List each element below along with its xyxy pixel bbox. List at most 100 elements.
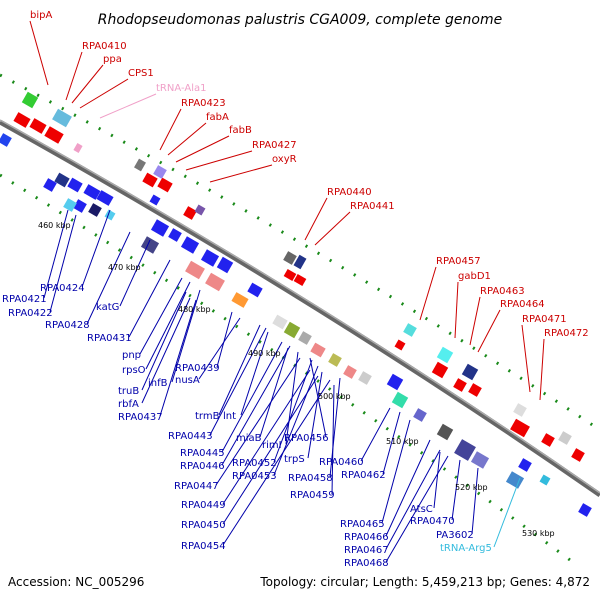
plus-gene-feature [134,158,146,172]
minus-gene-feature [310,342,326,358]
minus-gene-feature [54,172,70,188]
plus-gene-feature [293,274,307,286]
gene-label-rpa0421: RPA0421 [2,294,47,305]
plus-gene-feature [153,165,167,179]
minus-gene-feature [83,184,101,200]
minus-gene-feature [436,423,454,441]
minus-gene-feature [298,331,312,345]
gene-label-trna-ala1: tRNA-Ala1 [156,83,206,94]
minus-gene-feature [391,391,409,409]
minus-gene-feature [150,219,170,237]
genome-backbone [0,119,600,498]
leader-line-RPA0460 [360,407,391,462]
plus-gene-feature [403,323,417,337]
gene-label-gabd1: gabD1 [458,271,491,282]
gene-label-rpa0449: RPA0449 [181,500,226,511]
leader-line-RPA0450 [222,375,319,525]
tick-label: 470 kbp [108,263,141,272]
leader-line-ppa [71,64,104,104]
leader-line-tRNA-Ala1 [99,93,157,119]
gene-label-oxyr: oxyR [272,154,297,165]
gene-label-rpa0472: RPA0472 [544,328,589,339]
gene-label-rpa0423: RPA0423 [181,98,226,109]
leader-line-pnp [139,277,183,355]
plus-gene-feature [293,254,307,270]
leader-line-RPA0454 [222,379,331,546]
plus-gene-feature [510,418,530,438]
gene-label-rpa0466: RPA0466 [344,532,389,543]
tick-label: 460 kbp [38,221,71,230]
leader-line-RPA0453 [273,365,319,476]
minus-gene-feature [231,292,249,308]
gene-label-rpa0447: RPA0447 [174,481,219,492]
minus-gene-feature [470,451,490,469]
minus-gene-feature [67,177,83,193]
plus-strand-labels: bipARPA0410ppaCPS1tRNA-Ala1RPA0423fabAfa… [30,10,589,339]
gene-label-rpa0440: RPA0440 [327,187,372,198]
minus-gene-feature [149,194,161,206]
plus-gene-feature [513,403,527,417]
gene-label-ppa: ppa [103,54,122,65]
plus-gene-feature [436,346,454,364]
gene-label-rpa0427: RPA0427 [252,140,297,151]
leader-line-RPA0445 [221,341,283,453]
tick-label: 500 kbp [318,392,351,401]
gene-label-atsc: AtsC [410,504,433,515]
minus-strand-features [0,133,592,517]
leader-line-oxyR [209,164,273,183]
leader-line-RPA0470 [451,459,461,521]
leader-line-RPA0465 [381,419,411,524]
gene-label-rpa0470: RPA0470 [410,516,455,527]
gene-label-rpa0465: RPA0465 [340,519,385,530]
gene-label-trna-arg5: tRNA-Arg5 [440,543,492,554]
leader-line-tRNA-Arg5 [493,477,521,548]
plus-gene-feature [461,363,479,381]
minus-gene-feature [283,321,301,339]
gene-label-rpa0422: RPA0422 [8,308,53,319]
minus-gene-feature [272,314,288,330]
gene-label-rpa0452: RPA0452 [232,458,277,469]
gene-label-rpso: rpsO [122,365,146,376]
plus-gene-feature [73,143,83,153]
minus-gene-feature [413,408,427,422]
plus-gene-feature [453,378,467,392]
gene-label-rpa0460: RPA0460 [319,457,364,468]
plus-gene-feature [431,361,449,379]
leader-line-RPA0440 [304,197,328,241]
leader-line-fabA [167,122,207,156]
leader-line-RPA0463 [469,296,481,346]
minus-gene-feature [140,236,160,254]
minus-gene-feature [358,371,372,385]
leader-line-RPA0441 [314,211,351,246]
minus-gene-feature [578,503,592,517]
gene-label-rpa0463: RPA0463 [480,286,525,297]
gene-label-rpa0467: RPA0467 [344,545,389,556]
leader-line-RPA0431 [128,259,171,338]
plus-gene-feature [29,118,47,134]
minus-gene-feature [63,198,77,212]
gene-label-rpa0445: RPA0445 [180,448,225,459]
minus-strand-labels: RPA0424RPA0421RPA0422katGRPA0428RPA0431p… [2,283,492,569]
leader-line-AtsC [433,451,441,509]
leader-line-bipA [29,20,49,86]
genome-summary-text: Topology: circular; Length: 5,459,213 bp… [259,575,590,589]
leader-line-trpS [307,371,323,459]
plus-gene-feature [183,206,197,220]
minus-gene-feature [518,458,532,472]
plus-gene-feature [52,108,72,128]
leader-line-RPA0446 [221,345,291,466]
leader-line-trmB [218,324,261,416]
leader-line-RPA0424 [81,209,111,288]
gene-label-trmb: trmB [195,411,220,422]
leader-line-RPA0421 [43,209,69,299]
leader-line-RPA0437 [159,299,197,417]
gene-label-rpa0456: RPA0456 [284,433,329,444]
gene-label-pa3602: PA3602 [436,530,474,541]
gene-label-miab: miaB [236,433,262,444]
minus-gene-feature [180,236,200,254]
gene-label-rpa0464: RPA0464 [500,299,545,310]
genome-backbone-highlight [0,119,600,494]
leader-line-RPA0471 [521,324,531,393]
